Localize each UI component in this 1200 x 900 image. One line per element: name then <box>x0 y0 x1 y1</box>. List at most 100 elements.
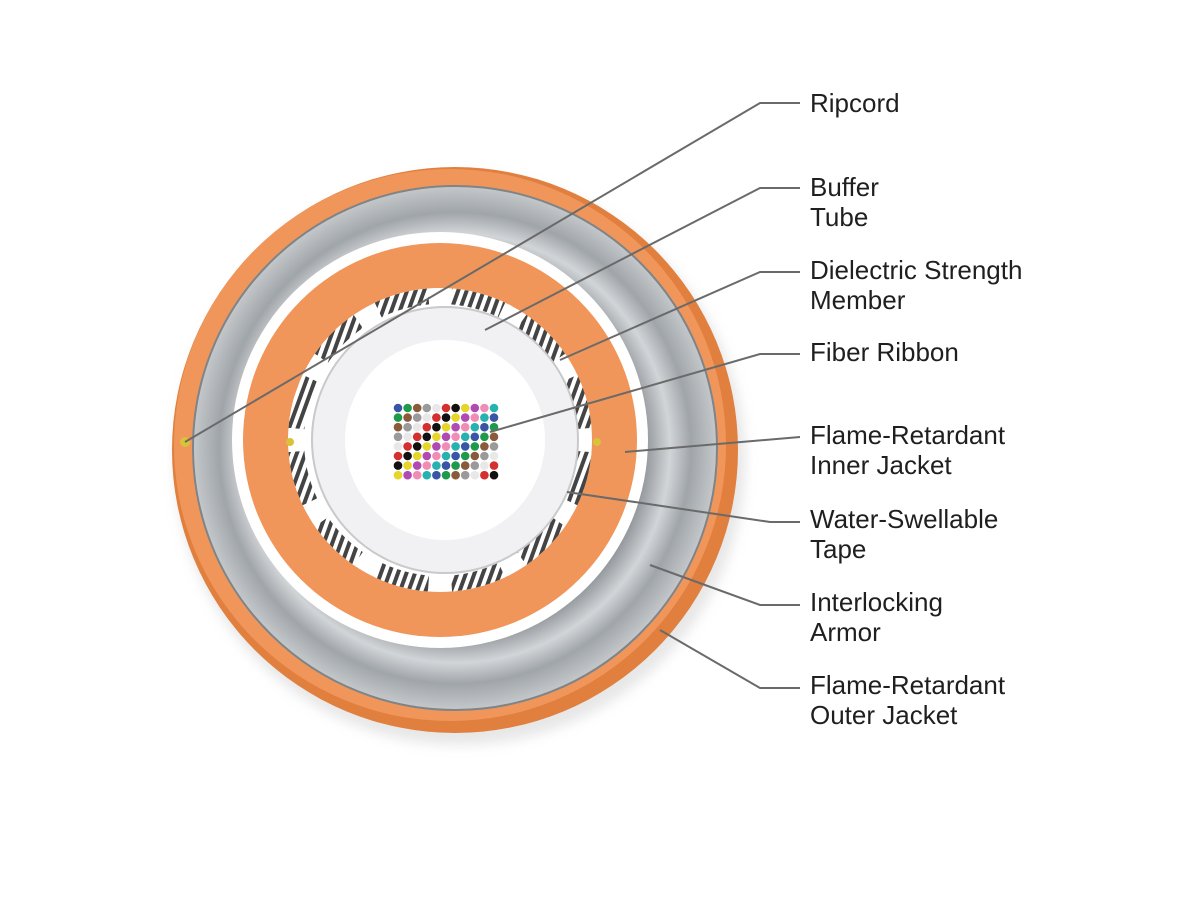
fiber-dot <box>470 461 480 470</box>
fiber-dot <box>451 413 460 422</box>
fiber-dot <box>451 442 460 451</box>
fiber-dot <box>470 451 480 461</box>
fiber-dot <box>412 432 422 442</box>
fiber-dot <box>412 442 422 451</box>
armor-edge <box>192 185 718 711</box>
fiber-dot <box>441 432 451 442</box>
fiber-dot <box>393 413 403 422</box>
fiber-dot <box>393 461 403 470</box>
fiber-dot <box>480 422 489 432</box>
callout-labels: Ripcord Buffer Tube Dielectric Strength … <box>810 88 1030 730</box>
fiber-dot <box>489 451 499 461</box>
fiber-dot <box>393 432 403 442</box>
fiber-dot <box>451 461 460 470</box>
leader-buffer-tube <box>484 187 800 331</box>
leader-dielectric-strength-member <box>559 271 800 361</box>
fiber-dot <box>432 442 441 451</box>
fiber-dot <box>480 403 489 413</box>
fiber-dot <box>470 432 480 442</box>
fiber-dot <box>422 432 432 442</box>
fiber-dot <box>460 451 470 461</box>
fiber-dot <box>403 413 412 422</box>
fiber-dot <box>432 470 441 480</box>
fiber-dot <box>489 442 499 451</box>
fiber-dot <box>451 470 460 480</box>
fiber-dot <box>393 451 403 461</box>
fiber-dot <box>412 461 422 470</box>
strength-member-segment <box>314 517 363 566</box>
fiber-dot <box>422 470 432 480</box>
fiber-dot <box>403 442 412 451</box>
fiber-dot <box>432 403 441 413</box>
fiber-dot <box>451 451 460 461</box>
fiber-dot <box>422 442 432 451</box>
fiber-dot <box>480 470 489 480</box>
fiber-dot <box>460 461 470 470</box>
fiber-dot <box>460 442 470 451</box>
fiber-dot <box>480 442 489 451</box>
fiber-dot <box>480 432 489 442</box>
fiber-dot <box>393 422 403 432</box>
ripcord-dot-inner-left <box>286 438 294 446</box>
fiber-dot <box>489 413 499 422</box>
fiber-dot <box>470 470 480 480</box>
ripcord-dot-inner-right <box>593 438 601 446</box>
fiber-dot <box>412 422 422 432</box>
fiber-dot <box>422 403 432 413</box>
strength-member-segment <box>450 288 506 318</box>
label-ripcord: Ripcord <box>810 88 900 118</box>
fiber-dot <box>470 413 480 422</box>
leader-water-swellable-tape <box>566 491 800 523</box>
strength-member-segment <box>314 314 363 363</box>
fiber-dot <box>432 432 441 442</box>
strength-member-segment <box>374 288 430 318</box>
fiber-dot <box>480 413 489 422</box>
leader-fiber-ribbon <box>489 353 800 433</box>
label-dielectric-strength-member: Dielectric Strength Member <box>810 255 1030 315</box>
cable-cross-section <box>172 167 745 745</box>
fiber-dot <box>460 422 470 432</box>
label-fiber-ribbon: Fiber Ribbon <box>810 337 959 367</box>
fiber-dot <box>470 403 480 413</box>
fiber-dot <box>441 451 451 461</box>
fiber-dot <box>470 422 480 432</box>
fiber-dot <box>432 461 441 470</box>
label-water-swellable-tape: Water-Swellable Tape <box>810 504 1006 564</box>
fiber-dot <box>432 451 441 461</box>
fiber-dot <box>412 470 422 480</box>
fiber-dot <box>393 470 403 480</box>
label-inner-jacket: Flame-Retardant Inner Jacket <box>810 420 1012 480</box>
fiber-dot <box>460 432 470 442</box>
leader-interlocking-armor <box>649 564 800 606</box>
fiber-dot <box>403 403 412 413</box>
fiber-dot <box>403 451 412 461</box>
fiber-dot <box>412 451 422 461</box>
fiber-dot <box>422 413 432 422</box>
fiber-dot <box>432 413 441 422</box>
fiber-dot <box>403 461 412 470</box>
strength-member-segment <box>288 374 318 430</box>
fiber-dot <box>412 413 422 422</box>
fiber-dot <box>470 442 480 451</box>
leader-ripcord <box>184 102 800 443</box>
leader-lines <box>184 102 801 689</box>
fiber-dot <box>480 461 489 470</box>
fiber-dot <box>460 403 470 413</box>
fiber-dot <box>432 422 441 432</box>
fiber-dot <box>441 461 451 470</box>
label-outer-jacket: Flame-Retardant Outer Jacket <box>810 670 1012 730</box>
fiber-dot <box>403 432 412 442</box>
fiber-dot <box>393 442 403 451</box>
strength-member-segment <box>374 562 430 592</box>
fiber-dot <box>489 470 499 480</box>
strength-member-segment <box>517 517 566 566</box>
fiber-dot <box>441 470 451 480</box>
fiber-dot <box>460 470 470 480</box>
fiber-dot <box>451 422 460 432</box>
fiber-dot <box>441 422 451 432</box>
fiber-dot <box>403 470 412 480</box>
fiber-dot <box>489 461 499 470</box>
strength-member-segment <box>562 374 592 430</box>
strength-member-segment <box>517 314 566 363</box>
